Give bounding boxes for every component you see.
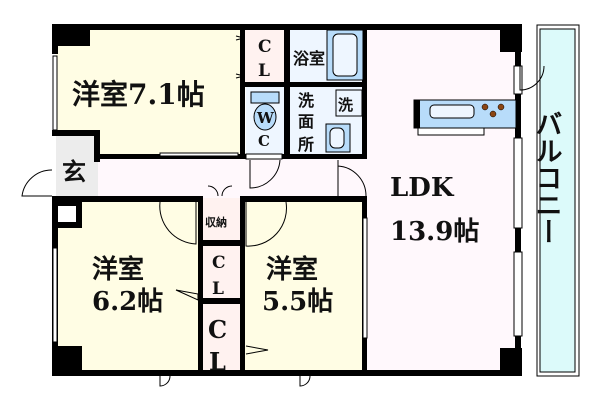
bedroom-3-size: 5.5帖: [262, 287, 333, 317]
stove-burners-icon: [481, 103, 505, 118]
washroom-label-3: 所: [298, 135, 314, 154]
balcony-label: バルコニー: [531, 110, 562, 245]
bedroom-3-area: [244, 198, 366, 372]
hallway-area: [98, 158, 368, 198]
closet-mid-area: [202, 246, 242, 300]
kitchen-edge: [414, 100, 420, 128]
washer-box: [335, 89, 363, 117]
toilet-tank: [250, 91, 280, 104]
windows: [52, 55, 523, 343]
bedroom-3-name: 洋室: [266, 254, 318, 285]
bedroom-2-size: 6.2帖: [92, 287, 163, 317]
bedroom-1-label: 洋室7.1帖: [72, 78, 205, 111]
closet-mid-label-1: C: [212, 253, 226, 273]
toilet-label-1: W: [256, 109, 275, 127]
closet-bottom-area: [202, 304, 242, 372]
bathroom-label: 浴室: [293, 49, 325, 68]
doors: [21, 35, 545, 387]
washroom-label-1: 洗: [298, 91, 314, 110]
washroom-label-2: 面: [298, 112, 314, 131]
closet-top-label-2: L: [258, 61, 270, 81]
balcony-inner: [539, 28, 576, 373]
closet-bottom-label-1: C: [208, 315, 227, 344]
sink-bowl: [329, 127, 345, 149]
washer-label: 洗: [338, 96, 353, 114]
storage-label: 収納: [205, 215, 227, 229]
kitchen-backsplash: [417, 127, 485, 136]
ldk-size-label: 13.9帖: [390, 217, 479, 247]
toilet-bowl: [253, 103, 277, 131]
ldk-area: [366, 28, 518, 372]
closet-top-area: [244, 28, 286, 82]
ldk-label: LDK: [390, 173, 455, 203]
entrance-label: 玄: [62, 157, 86, 186]
closet-bottom-label-2: L: [209, 347, 226, 376]
bedroom-2-name: 洋室: [92, 254, 144, 285]
kitchen-sink: [429, 104, 475, 119]
storage-area: [202, 198, 242, 242]
entrance-area: [56, 136, 98, 198]
toilet-label-2: C: [258, 132, 270, 150]
closet-mid-label-2: L: [212, 279, 224, 299]
closet-top-label-1: C: [258, 37, 272, 57]
bathtub-inner: [332, 33, 358, 77]
